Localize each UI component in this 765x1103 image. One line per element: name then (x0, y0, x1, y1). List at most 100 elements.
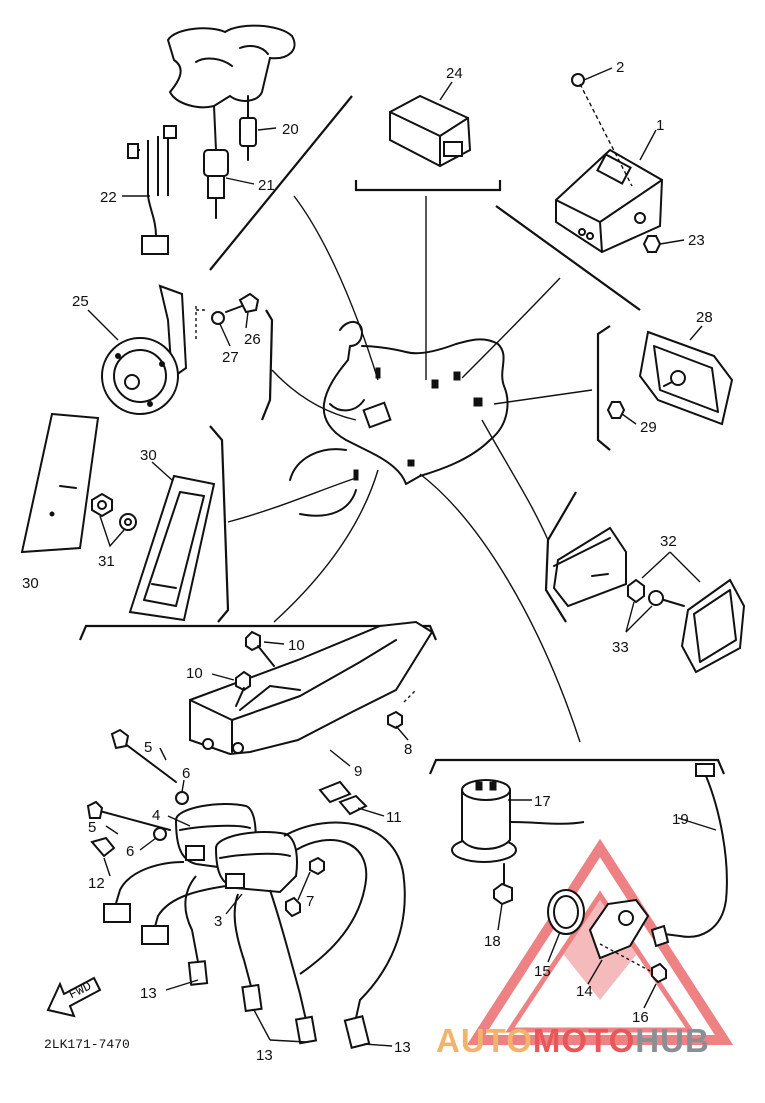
bolt-2 (571, 73, 633, 187)
callout-23: 23 (688, 232, 705, 249)
leader-line-33 (625, 601, 653, 633)
wire-lead-22 (127, 125, 177, 255)
bolt-16 (651, 962, 667, 984)
reflector-32-right (663, 578, 746, 674)
bolt-10-left (235, 670, 251, 707)
washers-6 (153, 791, 189, 841)
callout-9: 9 (354, 763, 362, 780)
bolt-10-upper (245, 630, 275, 667)
callout-28: 28 (696, 309, 713, 326)
callout-33: 33 (612, 639, 629, 656)
callout-30-right: 30 (140, 447, 157, 464)
washer-27 (211, 311, 225, 325)
ignition-coils-4 (174, 803, 298, 894)
callout-25: 25 (72, 293, 89, 310)
nut-8 (387, 689, 417, 730)
callout-19: 19 (672, 811, 689, 828)
callout-10-upper: 10 (288, 637, 305, 654)
callout-31: 31 (98, 553, 115, 570)
group-bracket-reflector-32 (544, 491, 577, 623)
callout-32: 32 (660, 533, 677, 550)
callout-20: 20 (282, 121, 299, 138)
leader-line-cdi (461, 277, 561, 379)
callout-17: 17 (534, 793, 551, 810)
nut-7 (285, 856, 325, 918)
bolts-5 (86, 728, 177, 831)
callout-3: 3 (214, 913, 222, 930)
callout-12: 12 (88, 875, 105, 892)
leader-line-31 (99, 515, 125, 548)
callout-5-lower: 5 (88, 819, 96, 836)
relay-24 (389, 94, 472, 168)
callout-24: 24 (446, 65, 463, 82)
reflector-30-left (20, 412, 100, 554)
callout-13-left: 13 (140, 985, 157, 1002)
callout-numbers: 2 1 23 24 20 21 22 25 26 27 28 29 30 30 … (22, 59, 713, 1064)
callout-13-right: 13 (394, 1039, 411, 1056)
callout-1: 1 (656, 117, 664, 134)
taillight-28 (638, 330, 734, 426)
group-bracket-cover (78, 624, 438, 641)
leader-line-reflector-30 (227, 477, 357, 523)
horn-25 (101, 284, 188, 415)
callout-29: 29 (640, 419, 657, 436)
gasket-15 (547, 889, 585, 935)
watermark-hub: HUB (635, 1022, 710, 1059)
callout-11: 11 (386, 809, 402, 826)
callout-10-left: 10 (186, 665, 203, 682)
group-bracket-top-left (209, 95, 353, 271)
group-bracket-horn (260, 309, 274, 421)
callout-21: 21 (258, 177, 275, 194)
frame-center (289, 321, 509, 517)
nuts-33 (627, 578, 664, 606)
neutral-switch-21 (203, 105, 229, 219)
clamp-12 (90, 836, 116, 858)
switch-20 (239, 95, 257, 161)
callout-16: 16 (632, 1009, 649, 1026)
sensor-lead-19 (650, 763, 728, 948)
callout-13-bottom: 13 (256, 1047, 273, 1064)
callout-14: 14 (576, 983, 593, 1000)
regulator-17 (451, 779, 585, 863)
leader-line-regulator (419, 473, 581, 743)
bolt-18 (493, 863, 513, 906)
callout-26: 26 (244, 331, 261, 348)
reflector-32-left (552, 526, 627, 608)
cdi-unit-1 (555, 148, 664, 254)
leader-line-32 (641, 551, 701, 583)
leader-line-frame-top (293, 195, 379, 381)
callout-7: 7 (306, 893, 314, 910)
callout-30-left: 30 (22, 575, 39, 592)
callout-5-upper: 5 (144, 739, 152, 756)
leader-line-reflector-32 (481, 419, 549, 541)
callout-8: 8 (404, 741, 412, 758)
nut-23 (642, 235, 662, 253)
callout-leaders (87, 67, 717, 1047)
nut-29 (606, 401, 626, 419)
cover-plate-14 (588, 898, 653, 973)
watermark-auto: AUTO (436, 1022, 533, 1059)
group-bracket-tail (596, 325, 611, 451)
group-bracket-reflector-30 (209, 425, 230, 623)
reflector-30-right (128, 474, 216, 622)
callout-18: 18 (484, 933, 501, 950)
leader-horn-bolt (195, 306, 208, 340)
cover-9 (189, 620, 434, 756)
watermark-text: AUTOMOTOHUB (436, 1022, 710, 1059)
bolt-26 (225, 292, 260, 314)
callout-15: 15 (534, 963, 551, 980)
frame-section-top (166, 24, 296, 109)
leader-line-horn (271, 369, 357, 421)
callout-6-upper: 6 (182, 765, 190, 782)
watermark-moto: MOTO (533, 1022, 635, 1059)
leader-line-cover (273, 469, 379, 623)
callout-4: 4 (152, 807, 160, 824)
plug-caps-11 (318, 780, 368, 816)
callout-6-lower: 6 (126, 843, 134, 860)
callout-27: 27 (222, 349, 239, 366)
leader-line-tail (493, 389, 593, 405)
group-bracket-cdi (495, 205, 641, 311)
group-bracket-regulator (428, 758, 726, 775)
